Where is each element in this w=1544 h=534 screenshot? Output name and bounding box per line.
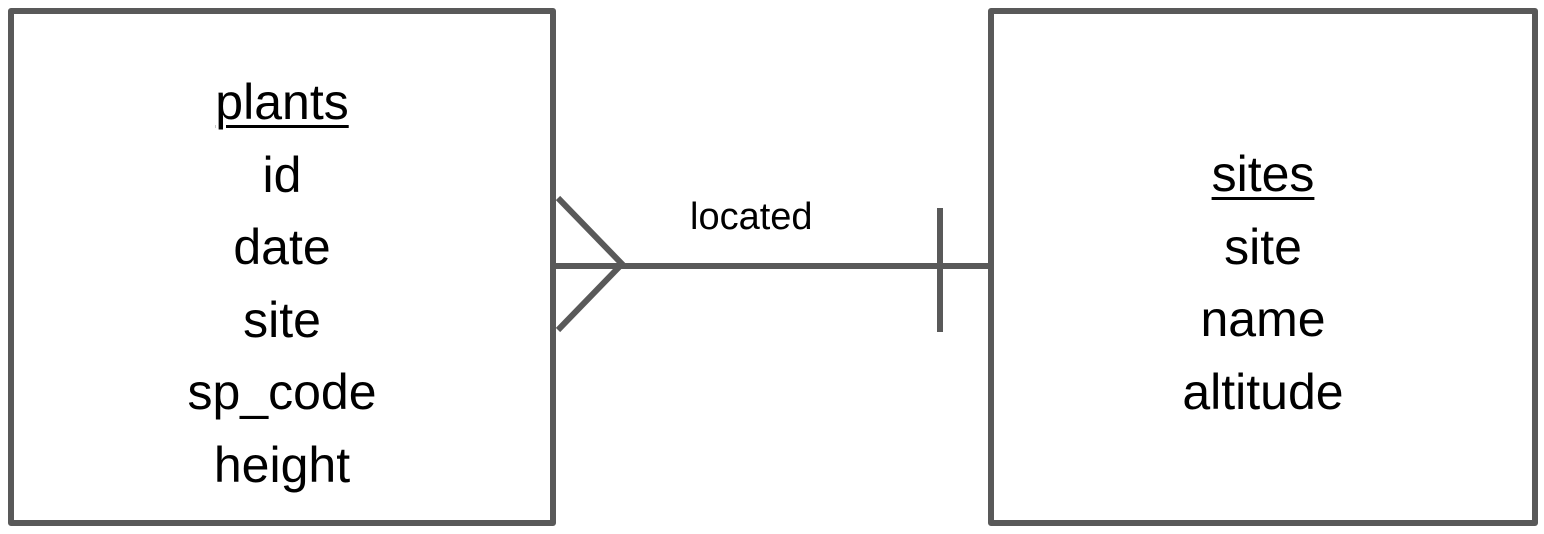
field: sp_code [187, 364, 377, 420]
entity-sites: sites site name altitude [988, 8, 1538, 526]
entity-title: sites [1211, 146, 1315, 202]
entity-title: plants [215, 74, 349, 130]
field: name [1200, 291, 1326, 347]
field: height [213, 436, 351, 493]
field: site [1224, 218, 1302, 275]
crows-foot-many-icon [555, 195, 627, 333]
relationship-label: located [690, 196, 813, 238]
field: site [243, 291, 321, 348]
field: altitude [1182, 363, 1344, 420]
field: date [233, 219, 331, 275]
field: id [262, 146, 302, 203]
entity-plants: plants id date site sp_code height [8, 8, 556, 526]
